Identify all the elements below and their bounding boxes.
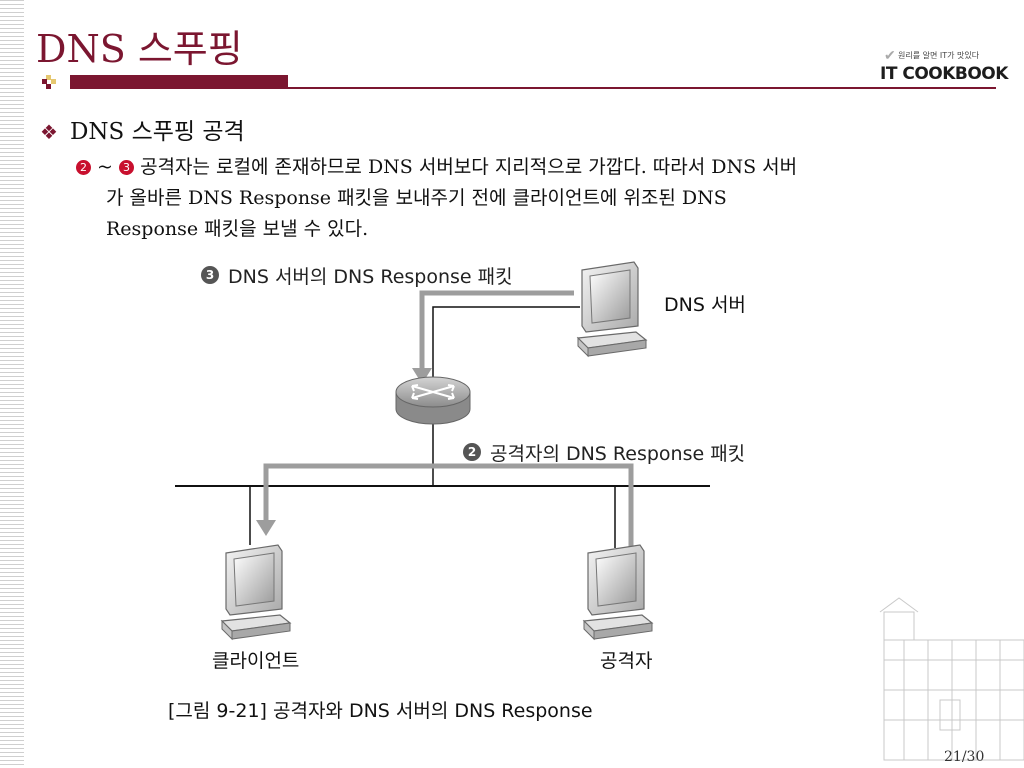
heading-text: DNS 스푸핑 공격 (69, 119, 245, 145)
number-badge-3: 3 (119, 160, 135, 175)
dns-server-computer-icon (577, 261, 647, 357)
attacker-response-label: 공격자의 DNS Response 패킷 (490, 443, 745, 465)
diagram-badge-2-bg (463, 443, 481, 461)
diagram-badge-3-bg (201, 266, 219, 284)
diagram-badge-3: 3 (206, 268, 214, 282)
dns-server-label: DNS 서버 (664, 294, 746, 316)
title-underline (70, 87, 996, 89)
logo-tagline: 원리를 알면 IT가 맛있다 (898, 51, 980, 60)
tilde: ~ (97, 156, 113, 178)
body-line-1-text: 공격자는 로컬에 존재하므로 DNS 서버보다 지리적으로 가깝다. 따라서 D… (140, 156, 798, 178)
number-badge-2: 2 (76, 160, 91, 175)
router-icon (395, 376, 471, 425)
it-cookbook-logo: ✔ 원리를 알면 IT가 맛있다 IT COOKBOOK (870, 48, 1008, 86)
check-icon: ✔ (884, 48, 896, 64)
dns-server-response-label: DNS 서버의 DNS Response 패킷 (228, 266, 513, 288)
client-label: 클라이언트 (212, 650, 299, 672)
diagram-badge-2: 2 (468, 445, 476, 459)
page-number: 21/30 (944, 749, 985, 765)
body-line-2: 가 올바른 DNS Response 패킷을 보내주기 전에 클라이언트에 위조… (106, 187, 727, 209)
attacker-label: 공격자 (600, 650, 652, 672)
left-stripe-decoration (0, 0, 24, 768)
client-computer-icon (221, 544, 291, 640)
body-line-3: Response 패킷을 보낼 수 있다. (106, 218, 369, 240)
body-line-1: 2 ~ 3 공격자는 로컬에 존재하므로 DNS 서버보다 지리적으로 가깝다.… (76, 152, 996, 183)
diamond-bullet-icon: ❖ (40, 120, 58, 144)
title-decoration-icon (42, 75, 56, 89)
body-paragraph: 2 ~ 3 공격자는 로컬에 존재하므로 DNS 서버보다 지리적으로 가깝다.… (76, 152, 996, 245)
building-sketch-watermark (879, 597, 1024, 761)
attacker-response-arrow (256, 463, 634, 548)
title-bar (70, 75, 288, 87)
figure-caption: [그림 9-21] 공격자와 DNS 서버의 DNS Response (168, 700, 593, 722)
section-heading: ❖ DNS 스푸핑 공격 (40, 112, 245, 146)
dns-server-response-arrow (412, 290, 574, 384)
logo-text: IT COOKBOOK (880, 64, 1008, 84)
slide-title: DNS 스푸핑 (36, 27, 243, 71)
attacker-computer-icon (583, 544, 653, 640)
